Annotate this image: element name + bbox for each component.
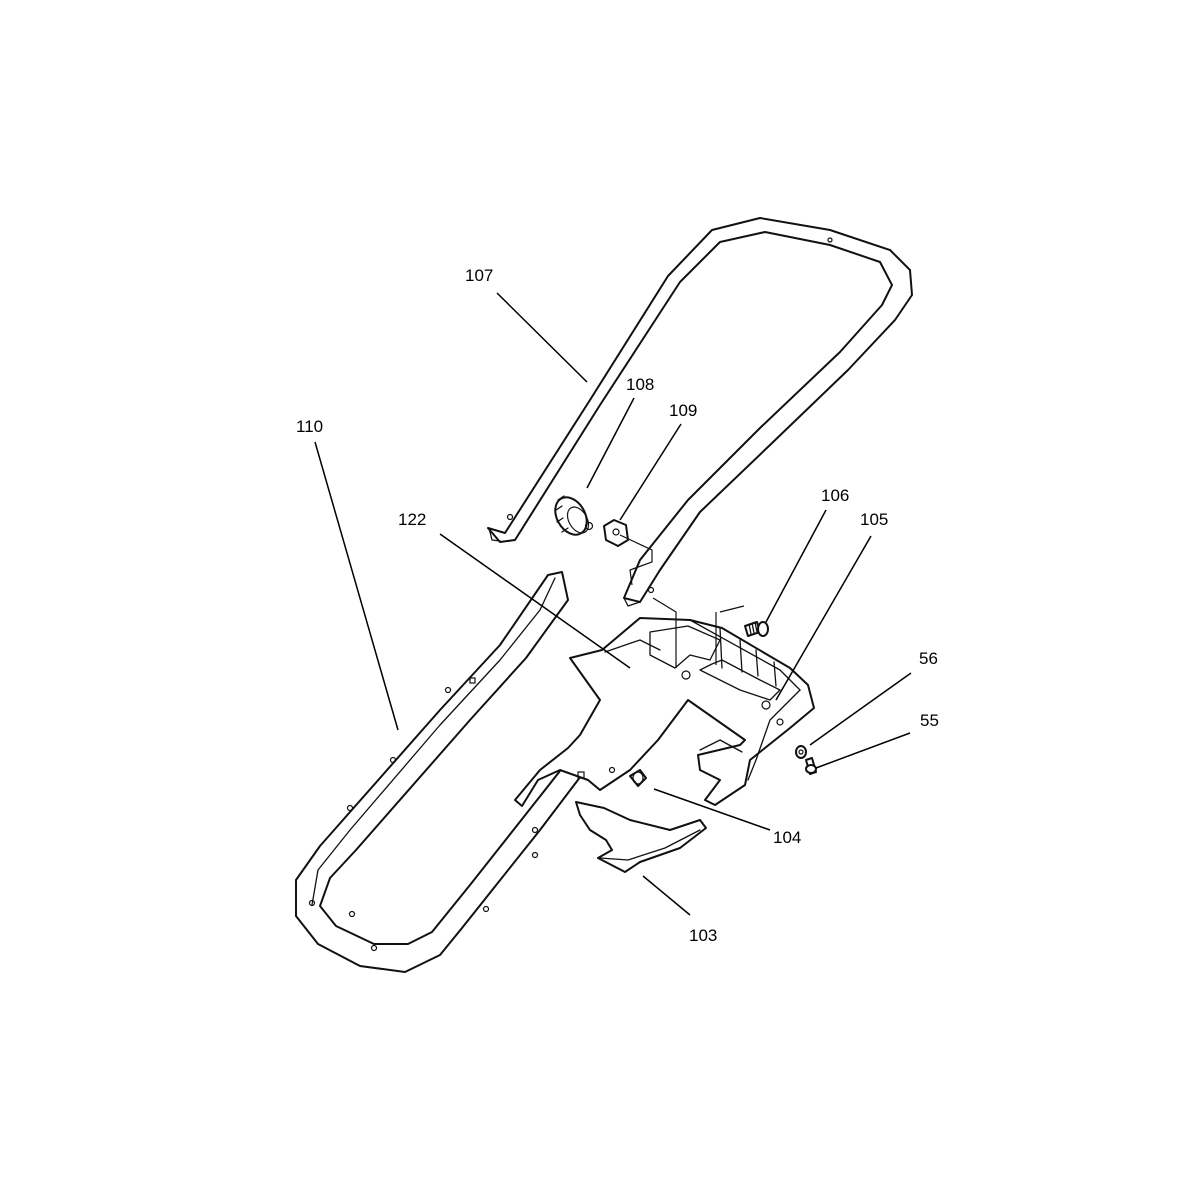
callout-110: 110 bbox=[296, 417, 323, 436]
callout-107: 107 bbox=[465, 266, 493, 285]
carriage-nut bbox=[603, 519, 629, 547]
handle-bracket-assembly bbox=[514, 617, 815, 873]
bushing bbox=[629, 769, 647, 787]
leader-55 bbox=[815, 732, 911, 769]
leader-103 bbox=[642, 875, 691, 916]
washer bbox=[795, 745, 807, 759]
bolt bbox=[744, 621, 769, 637]
leader-110 bbox=[314, 441, 399, 731]
alignment-lines bbox=[619, 534, 745, 668]
knob bbox=[554, 495, 594, 536]
leader-lines bbox=[314, 292, 912, 916]
leader-105 bbox=[775, 535, 872, 701]
leader-108 bbox=[586, 397, 635, 489]
callout-106: 106 bbox=[821, 486, 849, 505]
callout-55: 55 bbox=[920, 711, 939, 730]
leader-109 bbox=[619, 423, 682, 521]
leader-122 bbox=[439, 533, 631, 669]
leader-106 bbox=[765, 509, 827, 623]
leader-56 bbox=[809, 672, 912, 746]
callout-108: 108 bbox=[626, 375, 654, 394]
callout-103: 103 bbox=[689, 926, 717, 945]
callout-104: 104 bbox=[773, 828, 801, 847]
callout-105: 105 bbox=[860, 510, 888, 529]
leader-104 bbox=[653, 788, 771, 831]
callout-122: 122 bbox=[398, 510, 426, 529]
screw bbox=[805, 757, 817, 775]
upper-handle bbox=[487, 217, 913, 607]
callout-labels: 107 108 109 110 122 106 105 56 55 104 10… bbox=[296, 266, 939, 945]
callout-56: 56 bbox=[919, 649, 938, 668]
callout-109: 109 bbox=[669, 401, 697, 420]
leader-107 bbox=[496, 292, 588, 383]
